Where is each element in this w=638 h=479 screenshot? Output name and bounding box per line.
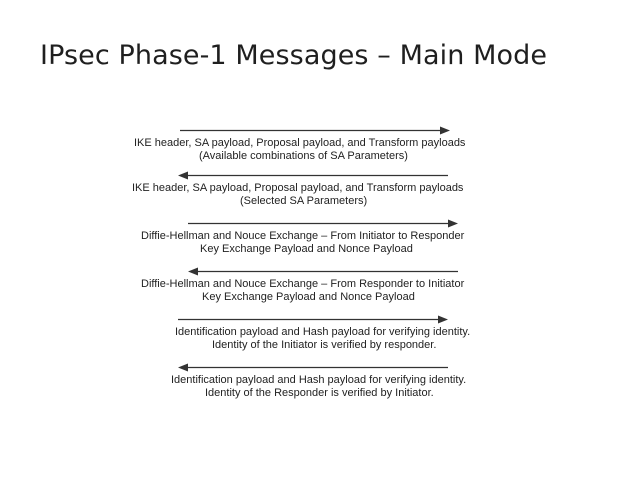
arrow-right (178, 314, 448, 325)
message-label: Diffie-Hellman and Nouce Exchange – From… (141, 278, 465, 290)
message-sublabel: (Available combinations of SA Parameters… (199, 150, 408, 162)
arrow-left-icon (178, 171, 448, 180)
arrow-left-icon (188, 267, 458, 276)
arrow-left (178, 362, 448, 373)
message-sublabel: (Selected SA Parameters) (240, 195, 368, 207)
message-sublabel: Identity of the Initiator is verified by… (212, 339, 437, 351)
arrow-right-icon (178, 315, 448, 324)
arrow-left (188, 266, 458, 277)
arrow-right-icon (188, 219, 458, 228)
message-sublabel: Key Exchange Payload and Nonce Payload (200, 243, 413, 255)
arrow-left (178, 170, 448, 181)
arrow-right (180, 125, 450, 136)
message-sublabel: Identity of the Responder is verified by… (205, 387, 434, 399)
message-label: Identification payload and Hash payload … (171, 374, 467, 386)
arrow-left-icon (178, 363, 448, 372)
arrow-right (188, 218, 458, 229)
message-label: Identification payload and Hash payload … (175, 326, 471, 338)
slide-title: IPsec Phase-1 Messages – Main Mode (40, 40, 548, 71)
message-label: IKE header, SA payload, Proposal payload… (132, 182, 464, 194)
message-sublabel: Key Exchange Payload and Nonce Payload (202, 291, 415, 303)
arrow-right-icon (180, 126, 450, 135)
message-label: Diffie-Hellman and Nouce Exchange – From… (141, 230, 465, 242)
message-label: IKE header, SA payload, Proposal payload… (134, 137, 466, 149)
